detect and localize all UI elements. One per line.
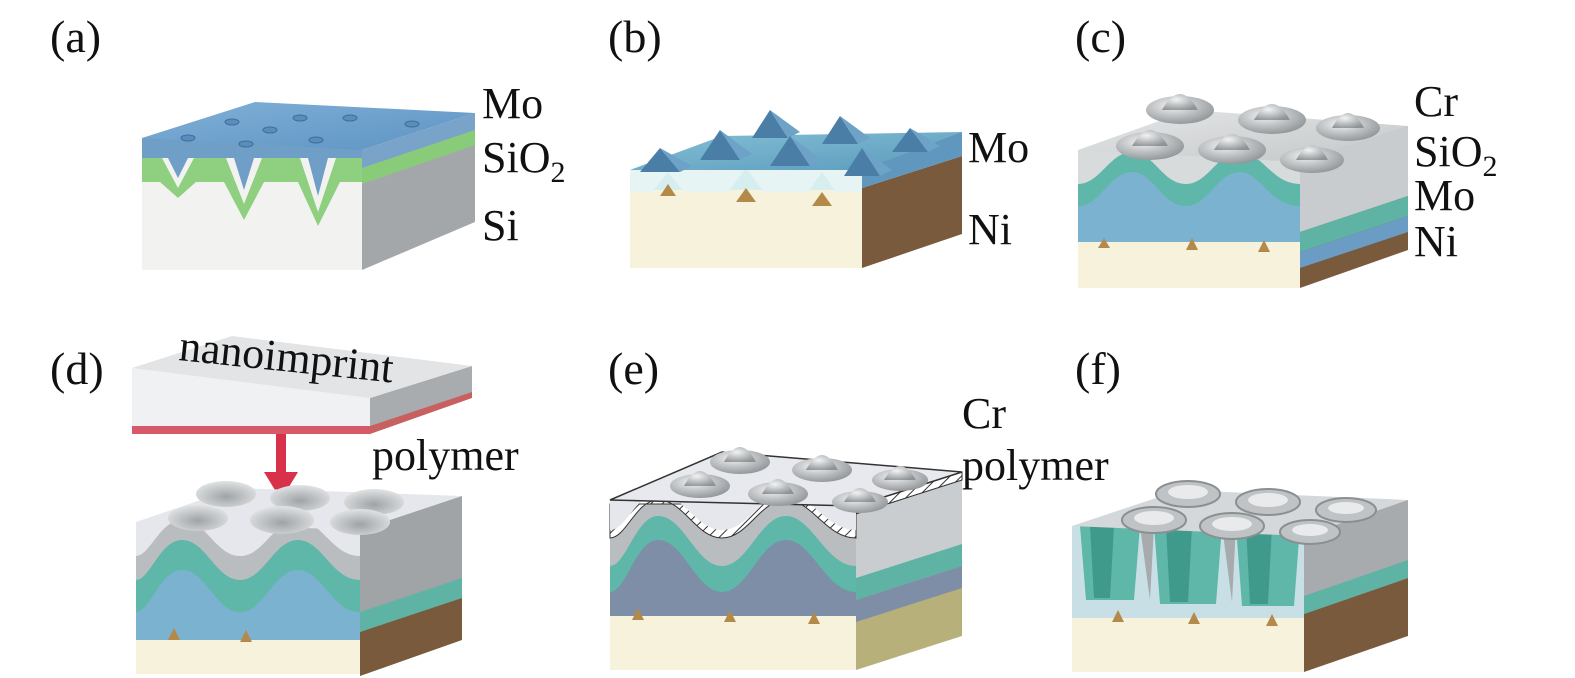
panel-e-layer-polymer: polymer xyxy=(962,441,1109,490)
panel-d-letter: (d) xyxy=(50,343,104,394)
panel-f-block xyxy=(1072,480,1408,672)
panel-e-layer-cr: Cr xyxy=(962,389,1006,438)
panel-e: (e) xyxy=(608,343,1109,670)
panel-f-letter: (f) xyxy=(1075,343,1121,394)
panel-b-block xyxy=(630,110,962,268)
panel-d-layer-polymer: polymer xyxy=(372,431,519,480)
panel-d: (d) nanoimprint xyxy=(50,321,519,676)
panel-e-bumps xyxy=(670,447,928,513)
panel-b-pyramids xyxy=(640,110,940,176)
panel-d-stamp xyxy=(132,336,472,434)
panel-a-layer-si: Si xyxy=(482,201,519,250)
panel-c-layer-sio2-base: SiO xyxy=(1414,127,1482,176)
panel-b-layer-ni: Ni xyxy=(968,205,1012,254)
panel-d-block xyxy=(136,481,462,676)
panel-b-letter: (b) xyxy=(608,11,662,62)
panel-a-block xyxy=(142,102,475,270)
panel-c-layer-sio2: SiO2 xyxy=(1414,127,1497,183)
panel-c-layer-mo: Mo xyxy=(1414,171,1475,220)
panel-f-wells xyxy=(1080,526,1300,606)
panel-c-letter: (c) xyxy=(1075,11,1126,62)
panel-a-layer-sio2: SiO2 xyxy=(482,133,565,189)
panel-c-block xyxy=(1078,94,1408,288)
panel-c-layer-ni: Ni xyxy=(1414,217,1458,266)
panel-e-block xyxy=(609,447,963,670)
panel-a-letter: (a) xyxy=(50,11,101,62)
panel-b: (b) xyxy=(608,11,1029,268)
panel-f: (f) xyxy=(1072,343,1408,672)
panel-c-bumps xyxy=(1116,94,1380,173)
panel-d-dishes xyxy=(168,481,404,535)
panel-c-layer-cr: Cr xyxy=(1414,77,1458,126)
panel-d-arrow xyxy=(264,434,298,500)
panel-a-layer-sio2-base: SiO xyxy=(482,133,550,182)
panel-a-layer-mo: Mo xyxy=(482,79,543,128)
panel-b-layer-mo: Mo xyxy=(968,123,1029,172)
panel-a-sio2-subscript: 2 xyxy=(550,156,565,189)
panel-c-sio2-subscript: 2 xyxy=(1482,150,1497,183)
panel-e-letter: (e) xyxy=(608,343,659,394)
panel-a: (a) Mo SiO2 Si xyxy=(50,11,565,270)
panel-c: (c) xyxy=(1075,11,1497,288)
